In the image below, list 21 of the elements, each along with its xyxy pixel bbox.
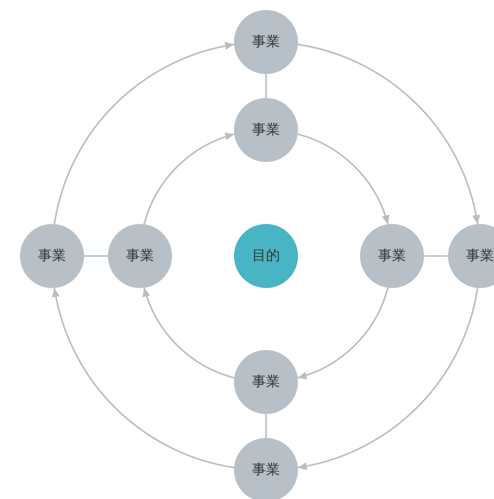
- connector-line: [84, 255, 108, 257]
- curved-arrow: [297, 133, 389, 225]
- business-circle: 事業: [108, 224, 172, 288]
- curved-arrow: [298, 44, 480, 224]
- curved-arrow: [297, 287, 389, 379]
- curved-arrow: [54, 42, 234, 224]
- business-circle: 事業: [20, 224, 84, 288]
- business-circle: 事業: [234, 98, 298, 162]
- connector-line: [424, 255, 448, 257]
- business-circle: 事業: [448, 224, 494, 288]
- curved-arrow: [52, 288, 234, 468]
- connector-line: [265, 74, 267, 98]
- goal-circle: 目的: [234, 224, 298, 288]
- business-circle: 事業: [234, 10, 298, 74]
- curved-arrow: [143, 287, 235, 379]
- curved-arrow: [143, 133, 235, 225]
- connector-line: [265, 414, 267, 438]
- curved-arrow: [298, 288, 478, 470]
- business-circle: 事業: [234, 438, 298, 499]
- business-circle: 事業: [234, 350, 298, 414]
- business-circle: 事業: [360, 224, 424, 288]
